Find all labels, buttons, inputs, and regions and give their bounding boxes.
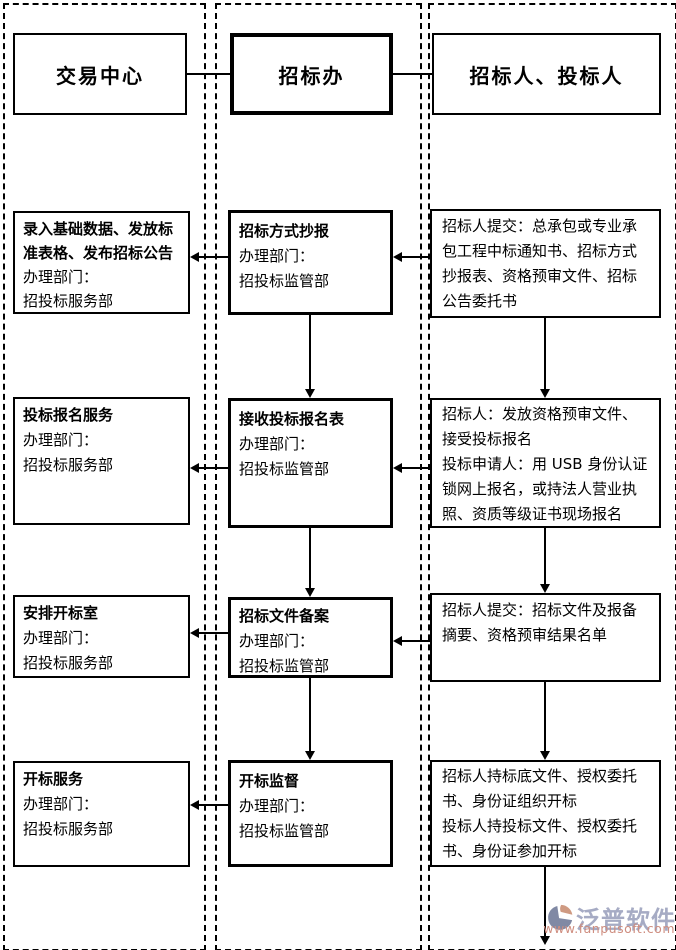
desc-line: 招标人：发放资格预审文件、接受投标报名 <box>442 405 638 448</box>
arrow-row2-office-to-center-line <box>199 256 228 258</box>
step-title: 开标监督 <box>239 772 300 790</box>
desc-bidder-submit-notice: 招标人提交：总承包或专业承包工程中标通知书、招标方式抄报表、资格预审文件、招标公… <box>430 209 661 318</box>
dept-value: 招投标服务部 <box>23 292 114 310</box>
arrow-row3-bidders-to-office-line <box>402 467 430 469</box>
arrow-row5-office-to-center-head <box>190 800 199 810</box>
step-title: 接收投标报名表 <box>239 410 345 428</box>
step-title: 招标方式抄报 <box>239 222 330 240</box>
arrow-row4-office-to-center-head <box>190 628 199 638</box>
arrow-office-step1-to-step2-line <box>309 315 311 389</box>
desc-prequalification-registration: 招标人：发放资格预审文件、接受投标报名 投标申请人：用 USB 身份认证锁网上报… <box>430 398 661 528</box>
arrow-bidders-step4-exit-head <box>540 936 550 945</box>
header-trading-center-label: 交易中心 <box>56 63 144 88</box>
dept-label: 办理部门： <box>23 431 99 449</box>
header-bidders-label: 招标人、投标人 <box>469 63 624 88</box>
desc-line: 投标人持投标文件、授权委托书、身份证参加开标 <box>442 817 638 860</box>
step-bid-document-filing: 招标文件备案 办理部门： 招投标监管部 <box>228 597 393 678</box>
desc-line: 投标申请人：用 USB 身份认证锁网上报名，或持法人营业执照、资质等级证书现场报… <box>442 455 648 523</box>
arrow-row3-office-to-center-head <box>190 463 199 473</box>
dept-value: 招投标服务部 <box>23 456 114 474</box>
step-registration-service: 投标报名服务 办理部门： 招投标服务部 <box>13 397 190 525</box>
fanpu-url-text: www.fanpusoft.com <box>543 921 675 936</box>
arrow-row2-bidders-to-office-head <box>393 252 402 262</box>
dept-label: 办理部门： <box>239 797 315 815</box>
dept-value: 招投标监管部 <box>239 272 330 290</box>
step-title: 招标文件备案 <box>239 607 330 625</box>
step-title: 开标服务 <box>23 770 84 788</box>
desc-opening-participation: 招标人持标底文件、授权委托书、身份证组织开标 投标人持投标文件、授权委托书、身份… <box>430 760 661 867</box>
arrow-row5-office-to-center-line <box>199 804 228 806</box>
dept-label: 办理部门： <box>23 268 99 286</box>
arrow-bidders-step4-exit-line <box>544 867 546 936</box>
dept-value: 招投标监管部 <box>239 822 330 840</box>
arrow-bidders-step2-to-step3-line <box>544 528 546 584</box>
arrow-office-step2-to-step3-line <box>309 528 311 588</box>
step-arrange-opening-room: 安排开标室 办理部门： 招投标服务部 <box>13 595 190 678</box>
dept-label: 办理部门： <box>239 632 315 650</box>
arrow-bidders-step2-to-step3-head <box>540 584 550 593</box>
desc-line: 招标人持标底文件、授权委托书、身份证组织开标 <box>442 767 638 810</box>
dept-value: 招投标监管部 <box>239 460 330 478</box>
step-title: 安排开标室 <box>23 604 99 622</box>
desc-line: 招标人提交：总承包或专业承包工程中标通知书、招标方式抄报表、资格预审文件、招标公… <box>442 217 638 310</box>
arrow-row3-office-to-center-line <box>199 467 228 469</box>
arrow-bidders-step1-to-step2-line <box>544 318 546 389</box>
header-bidding-office-label: 招标办 <box>278 63 345 88</box>
step-opening-supervision: 开标监督 办理部门： 招投标监管部 <box>228 760 393 867</box>
dept-label: 办理部门： <box>239 247 315 265</box>
dept-label: 办理部门： <box>239 435 315 453</box>
step-bid-method-report: 招标方式抄报 办理部门： 招投标监管部 <box>228 210 393 315</box>
dept-label: 办理部门： <box>23 795 99 813</box>
arrow-office-step3-to-step4-line <box>309 678 311 751</box>
dept-value: 招投标服务部 <box>23 820 114 838</box>
dept-value: 招投标服务部 <box>23 654 114 672</box>
desc-bid-document-summary: 招标人提交：招标文件及报备摘要、资格预审结果名单 <box>430 593 661 682</box>
dept-value: 招投标监管部 <box>239 657 330 675</box>
desc-line: 招标人提交：招标文件及报备摘要、资格预审结果名单 <box>442 601 638 644</box>
header-trading-center: 交易中心 <box>13 33 187 115</box>
arrow-bidders-step3-to-step4-head <box>540 751 550 760</box>
connector-header-1-2 <box>187 73 230 75</box>
arrow-bidders-step1-to-step2-head <box>540 389 550 398</box>
step-title: 录入基础数据、发放标准表格、发布招标公告 <box>23 220 174 262</box>
header-bidders: 招标人、投标人 <box>432 33 661 115</box>
arrow-row4-bidders-to-office-line <box>402 640 430 642</box>
arrow-row3-bidders-to-office-head <box>393 463 402 473</box>
fanpu-logo-icon <box>548 904 573 930</box>
dept-label: 办理部门： <box>23 629 99 647</box>
step-title: 投标报名服务 <box>23 406 114 424</box>
connector-header-2-3 <box>393 73 432 75</box>
arrow-row4-bidders-to-office-head <box>393 636 402 646</box>
arrow-bidders-step3-to-step4-line <box>544 682 546 751</box>
header-bidding-office: 招标办 <box>230 33 393 115</box>
step-opening-service: 开标服务 办理部门： 招投标服务部 <box>13 761 190 867</box>
arrow-row2-bidders-to-office-line <box>402 256 430 258</box>
arrow-row2-office-to-center-head <box>190 252 199 262</box>
fanpu-brand-text: 泛普软件 <box>576 906 676 934</box>
arrow-office-step1-to-step2-head <box>305 389 315 398</box>
arrow-row4-office-to-center-line <box>199 632 228 634</box>
step-enter-base-data: 录入基础数据、发放标准表格、发布招标公告 办理部门： 招投标服务部 <box>13 211 190 314</box>
arrow-office-step3-to-step4-head <box>305 751 315 760</box>
step-receive-registration-form: 接收投标报名表 办理部门： 招投标监管部 <box>228 398 393 528</box>
arrow-office-step2-to-step3-head <box>305 588 315 597</box>
